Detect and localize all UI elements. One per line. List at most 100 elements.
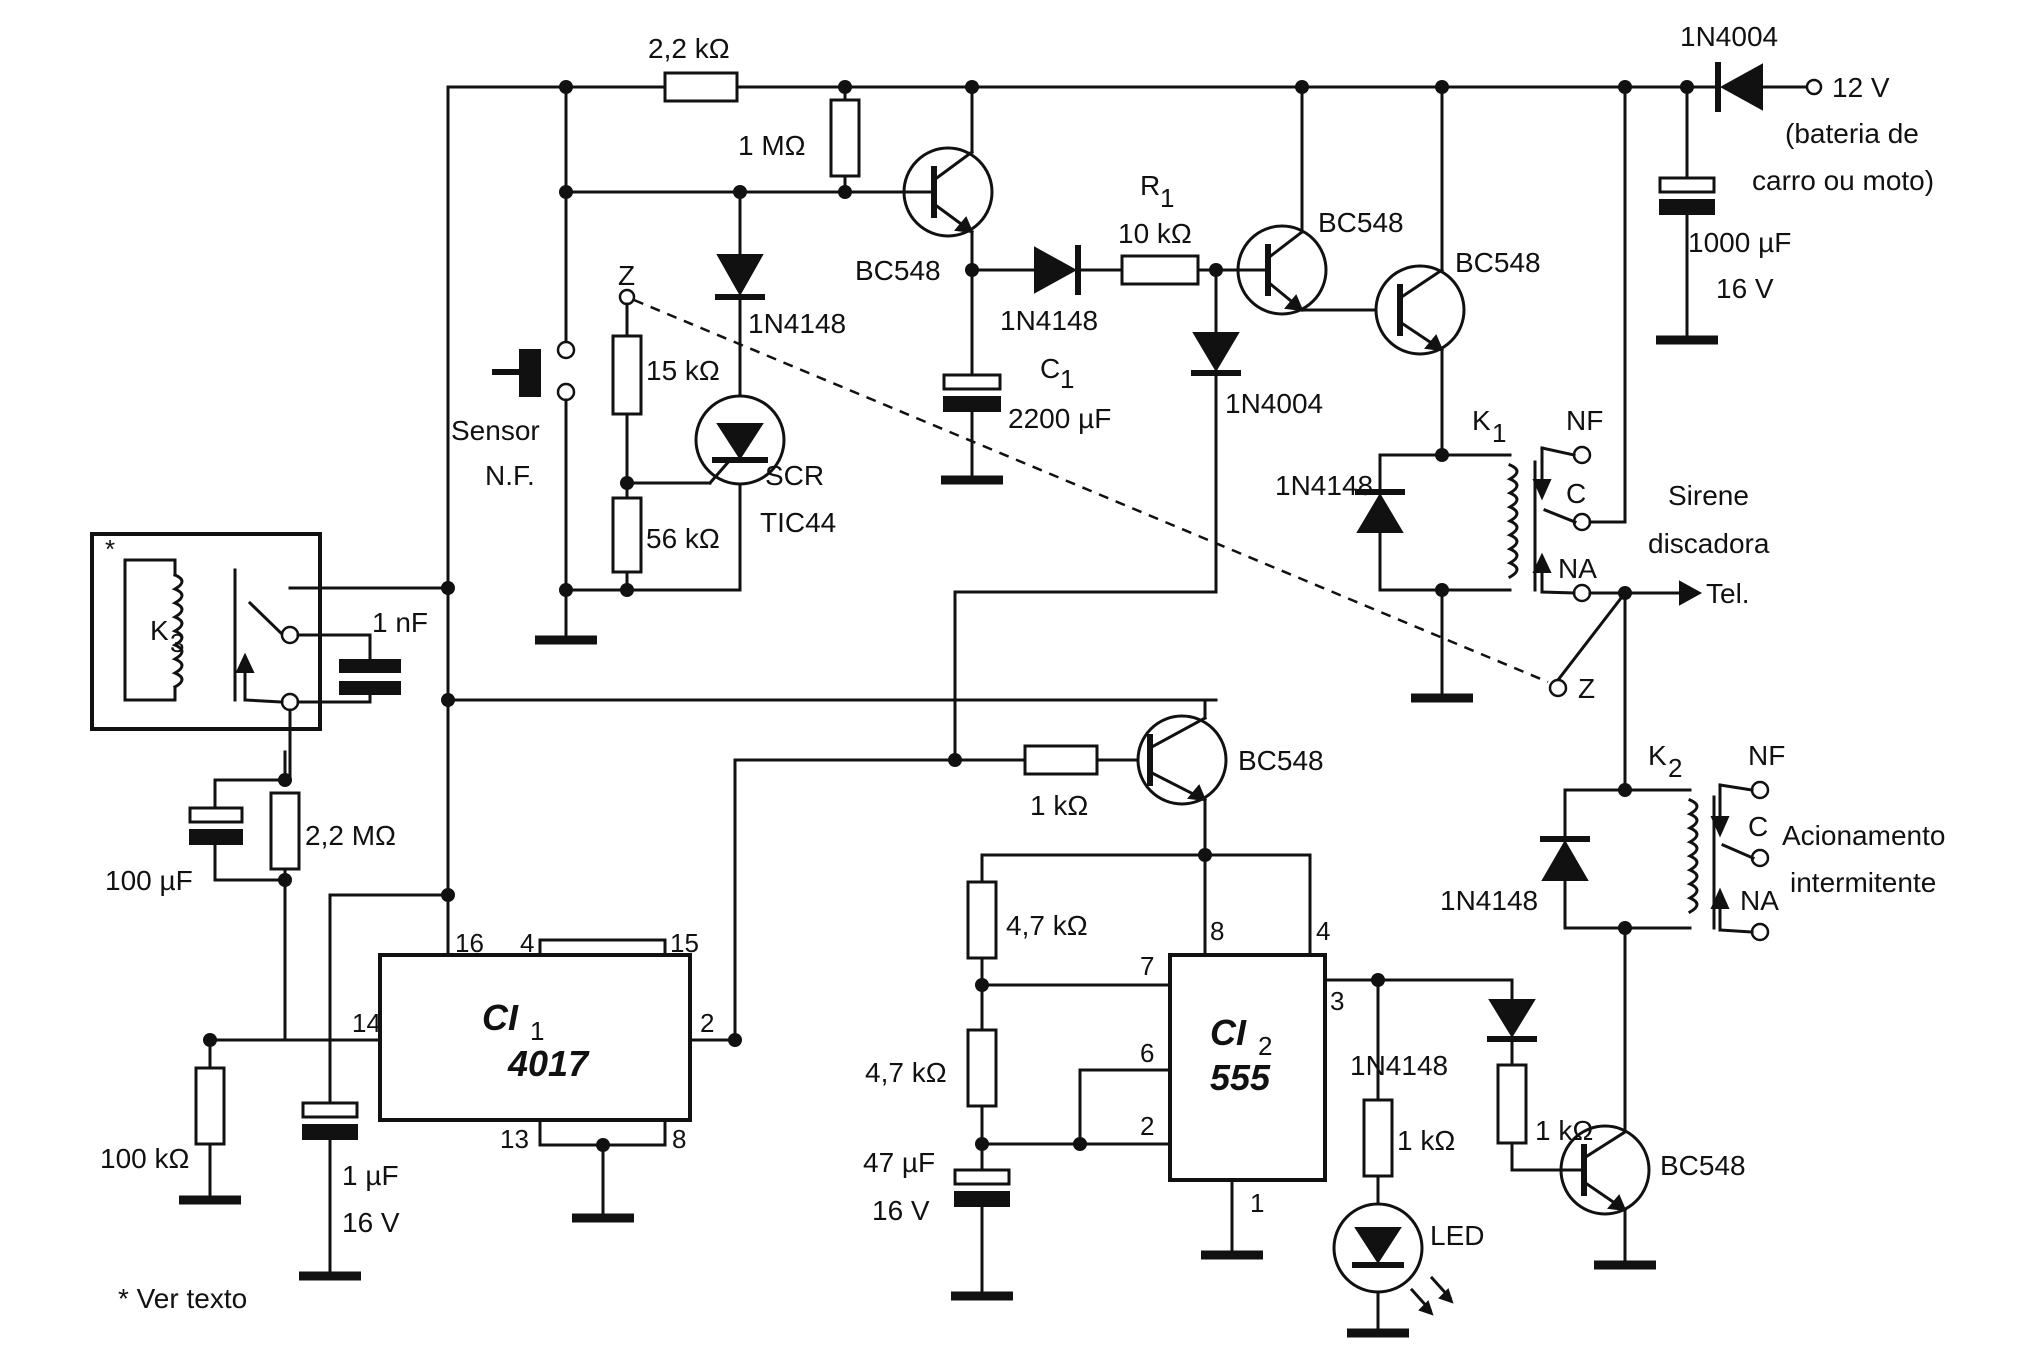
label-10k: 10 kΩ (1118, 218, 1192, 249)
label-k3-star: * (105, 534, 115, 564)
diode-1n4004-mid: 1N4004 (953, 268, 1323, 762)
ci2-pin-6: 6 (1140, 1038, 1154, 1068)
label-ci1-sub: 1 (530, 1016, 544, 1046)
label-47uf: 47 µF (863, 1147, 935, 1178)
ci1-pin-8: 8 (672, 1124, 686, 1154)
ci2-pin-3: 3 (1330, 986, 1344, 1016)
ci2-pin-4: 4 (1316, 916, 1330, 946)
label-1000uf-voltage: 16 V (1716, 273, 1774, 304)
label-1k-q5: 1 kΩ (1535, 1115, 1593, 1146)
label-sensor-nf: N.F. (485, 460, 535, 491)
label-q4: BC548 (1238, 745, 1324, 776)
diode-1n4148-b-r1: 1N4148 R 1 10 kΩ (970, 170, 1232, 336)
rc-100uf-2m2: 2,2 MΩ 100 µF (105, 750, 396, 1047)
top-supply-rail (446, 80, 1810, 942)
capacitor-c1: C 1 2200 µF (941, 353, 1111, 485)
ci1-pin-2: 2 (700, 1008, 714, 1038)
ci2-pin-1: 1 (1250, 1188, 1264, 1218)
label-k2-c: C (1748, 811, 1768, 842)
label-4017: 4017 (507, 1043, 590, 1084)
label-1n4004-input: 1N4004 (1680, 21, 1778, 52)
label-1m: 1 MΩ (738, 130, 806, 161)
label-1k-led: 1 kΩ (1397, 1125, 1455, 1156)
label-r1-sub: 1 (1160, 183, 1174, 213)
label-scr: SCR (765, 460, 824, 491)
label-sensor: Sensor (451, 415, 540, 446)
relay-k1: 1N4148 K 1 NF C NA Sirene discadora Tel. (1275, 85, 1770, 703)
label-ci2: CI (1210, 1012, 1247, 1053)
supply-12v-label: 12 V (1832, 72, 1890, 103)
diode-1n4148-555: 1N4148 1 kΩ (1350, 999, 1593, 1146)
transistor-q5: BC548 (1510, 1124, 1746, 1270)
label-k1-na: NA (1558, 553, 1597, 584)
label-4k7-b: 4,7 kΩ (865, 1057, 947, 1088)
ci2-pin-7: 7 (1140, 951, 1154, 981)
ic-ci2-555: CI 2 555 8 4 7 6 2 3 1 4,7 kΩ 4,7 kΩ 47 … (863, 848, 1514, 1301)
ci1-pin-13: 13 (500, 1124, 529, 1154)
label-1uf-voltage: 16 V (342, 1207, 400, 1238)
ci1-pin-15: 15 (670, 928, 699, 958)
relay-k3-box: K 3 * (90, 532, 332, 731)
label-1uf: 1 µF (342, 1160, 399, 1191)
ci2-pin-2: 2 (1140, 1111, 1154, 1141)
label-1nf: 1 nF (372, 607, 428, 638)
label-k1: K (1472, 405, 1491, 436)
led-branch: 1 kΩ LED (1332, 978, 1484, 1338)
label-k2-sub: 2 (1668, 753, 1682, 783)
relay-k2: 1N4148 K 2 NF C NA Acionamento intermite… (1440, 591, 1945, 1142)
label-c1: C (1040, 353, 1060, 384)
ci1-pin-16: 16 (455, 928, 484, 958)
label-100uf: 100 µF (105, 865, 193, 896)
scr-tic44: SCR TIC44 (620, 394, 836, 592)
sensor-section: Sensor N.F. (451, 85, 852, 645)
label-555: 555 (1210, 1057, 1271, 1098)
label-ci2-sub: 2 (1258, 1031, 1272, 1061)
k3-wiring-1nf: 1 nF (288, 581, 1218, 782)
capacitor-1000uf: 1000 µF 16 V (1656, 85, 1791, 345)
transistor-q2: BC548 (1228, 85, 1404, 316)
label-sirene: Sirene (1668, 480, 1749, 511)
ci1-pin-4: 4 (520, 928, 534, 958)
label-1000uf: 1000 µF (1688, 227, 1791, 258)
label-47uf-voltage: 16 V (872, 1195, 930, 1226)
ci2-pin-8: 8 (1210, 916, 1224, 946)
footnote: * Ver texto (118, 1283, 247, 1314)
label-tel: Tel. (1706, 578, 1750, 609)
resistor-100k: 100 kΩ (100, 1038, 241, 1205)
label-discadora: discadora (1648, 528, 1770, 559)
transistor-q4: BC548 1 kΩ (1023, 698, 1324, 857)
resistors-15k-56k: Z 15 kΩ 56 kΩ (611, 260, 720, 592)
label-4k7-a: 4,7 kΩ (1006, 910, 1088, 941)
label-ci1: CI (482, 997, 519, 1038)
resistor-2k2-top: 2,2 kΩ (648, 33, 739, 103)
label-q2: BC548 (1318, 207, 1404, 238)
label-q1: BC548 (855, 255, 941, 286)
label-q3: BC548 (1455, 247, 1541, 278)
label-k3: K (150, 615, 169, 646)
label-k1-sub: 1 (1492, 418, 1506, 448)
label-2m2: 2,2 MΩ (305, 820, 396, 851)
label-1n4148-b: 1N4148 (1000, 305, 1098, 336)
resistor-1m: 1 MΩ (738, 85, 861, 194)
label-2k2-top: 2,2 kΩ (648, 33, 730, 64)
label-1n4148-a: 1N4148 (748, 308, 846, 339)
label-100k: 100 kΩ (100, 1143, 189, 1174)
label-1n4148-555: 1N4148 (1350, 1050, 1448, 1081)
diode-1n4004-input: 1N4004 12 V (bateria de carro ou moto) (1680, 21, 1934, 196)
label-k2-nf: NF (1748, 740, 1785, 771)
diode-1n4148-a: 1N4148 (715, 190, 846, 404)
supply-note-1: (bateria de (1785, 118, 1919, 149)
supply-note-2: carro ou moto) (1752, 165, 1934, 196)
label-1n4148-k1: 1N4148 (1275, 470, 1373, 501)
label-k1-c: C (1566, 478, 1586, 509)
label-2200uf: 2200 µF (1008, 403, 1111, 434)
z-switch: Z (633, 298, 1628, 704)
transistor-q1: BC548 (843, 85, 994, 377)
capacitor-1uf: 1 µF 16 V (299, 888, 455, 1281)
label-r1: R (1140, 170, 1160, 201)
label-56k: 56 kΩ (646, 523, 720, 554)
label-q5: BC548 (1660, 1150, 1746, 1181)
label-k2: K (1648, 740, 1667, 771)
label-z-top: Z (618, 260, 635, 291)
